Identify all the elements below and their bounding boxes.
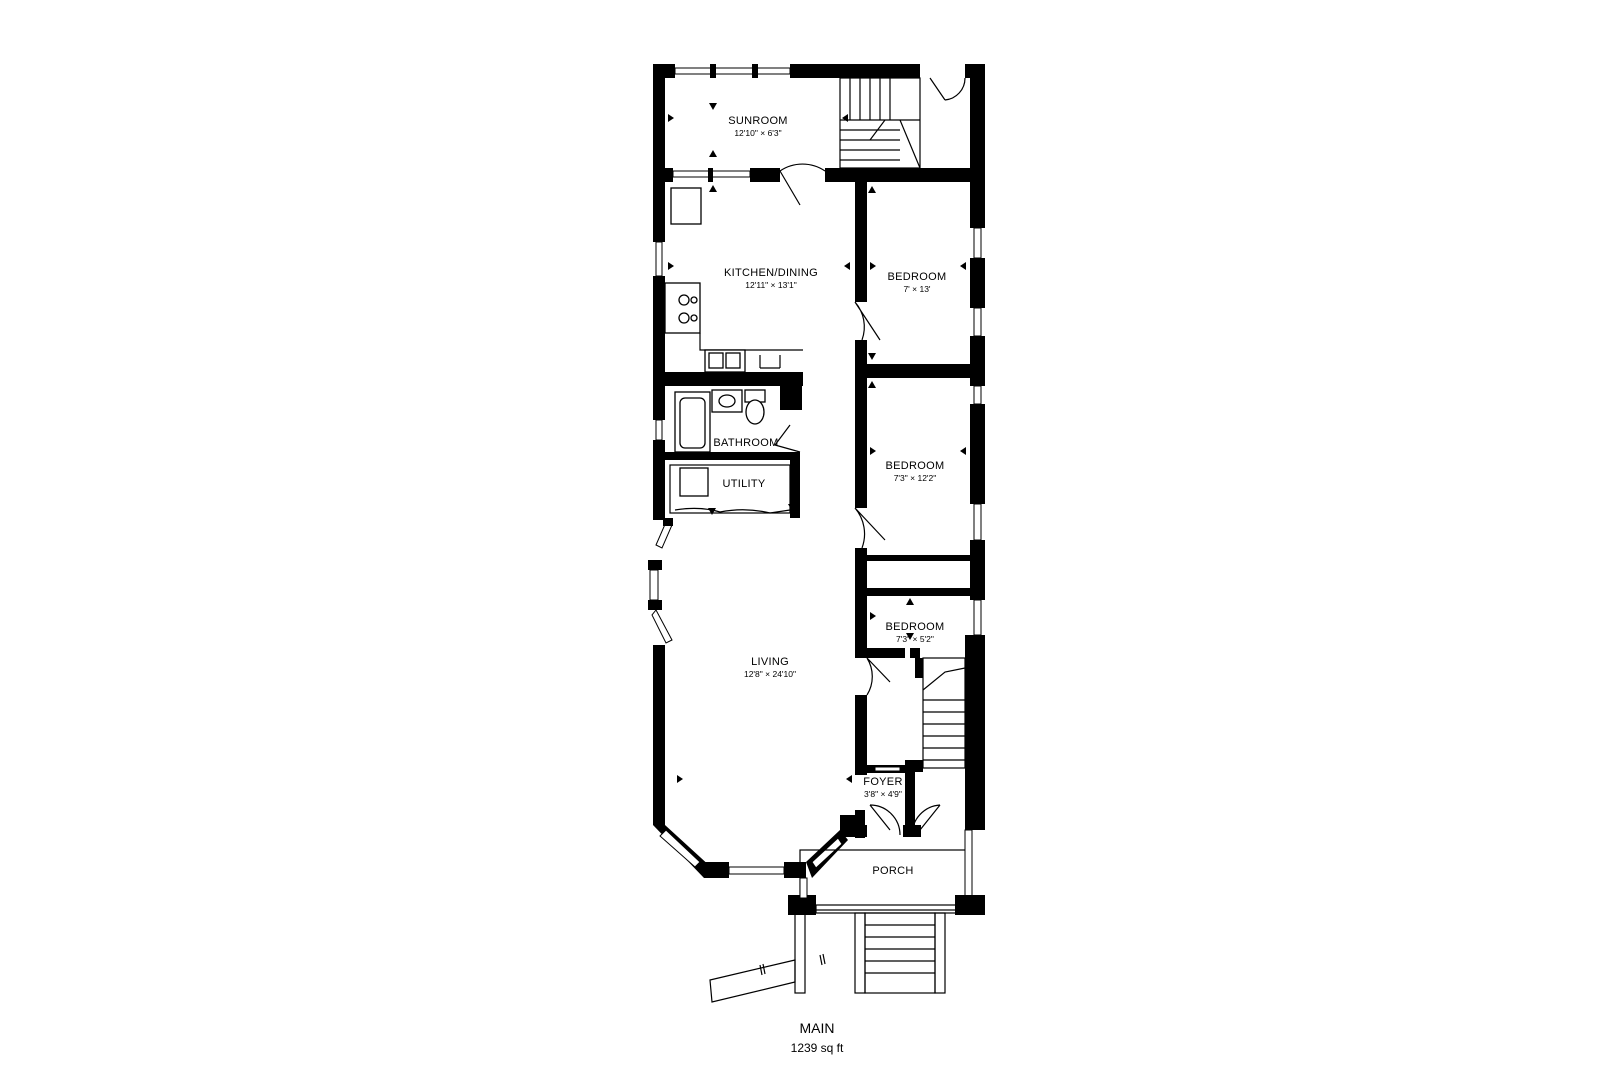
bedroom3-walls bbox=[855, 588, 985, 830]
kitchen-windows bbox=[655, 227, 982, 337]
bathroom-label: BATHROOM bbox=[713, 437, 778, 449]
utility-label: UTILITY bbox=[722, 478, 765, 490]
utility-fixtures bbox=[669, 464, 791, 514]
rear-stair bbox=[839, 77, 966, 169]
front-stair bbox=[905, 657, 966, 832]
floor-area: 1239 sq ft bbox=[791, 1041, 844, 1055]
bedroom3-dims: 7'3" × 5'2" bbox=[896, 634, 934, 644]
kitchen-dims: 12'11" × 13'1" bbox=[745, 280, 796, 290]
bedroom2-door bbox=[854, 507, 886, 549]
porch-label: PORCH bbox=[872, 865, 913, 877]
bedroom1-door bbox=[854, 301, 881, 341]
sunroom-label: SUNROOM bbox=[728, 115, 788, 127]
foyer-dims: 3'8" × 4'9" bbox=[864, 789, 902, 799]
kitchen-label: KITCHEN/DINING bbox=[724, 267, 818, 279]
bedroom1-label: BEDROOM bbox=[888, 271, 947, 283]
bedroom2-walls bbox=[855, 378, 985, 600]
porch bbox=[788, 829, 985, 915]
sunroom-windows bbox=[672, 64, 791, 182]
bathroom-walls bbox=[653, 386, 802, 520]
bedroom3-door bbox=[866, 657, 891, 696]
floor-name: MAIN bbox=[800, 1020, 835, 1036]
kitchen-walls bbox=[653, 182, 985, 386]
living-bay-windows bbox=[648, 518, 843, 875]
living-dims: 12'8" × 24'10" bbox=[744, 669, 796, 679]
sunroom-walls bbox=[653, 64, 985, 204]
porch-steps bbox=[709, 912, 946, 1003]
living-label: LIVING bbox=[751, 656, 789, 668]
bedroom2-label: BEDROOM bbox=[886, 460, 945, 472]
bedroom2-dims: 7'3" × 12'2" bbox=[894, 473, 937, 483]
kitchen-fixtures bbox=[664, 187, 803, 373]
foyer-doors bbox=[855, 804, 941, 837]
dimension-markers bbox=[668, 103, 966, 783]
bedroom3-label: BEDROOM bbox=[886, 621, 945, 633]
bathroom-fixtures bbox=[655, 389, 801, 453]
sunroom-dims: 12'10" × 6'3" bbox=[734, 128, 781, 138]
bedroom1-dims: 7' × 13' bbox=[903, 284, 930, 294]
sunroom-door bbox=[779, 163, 826, 206]
foyer-label: FOYER bbox=[863, 776, 902, 788]
